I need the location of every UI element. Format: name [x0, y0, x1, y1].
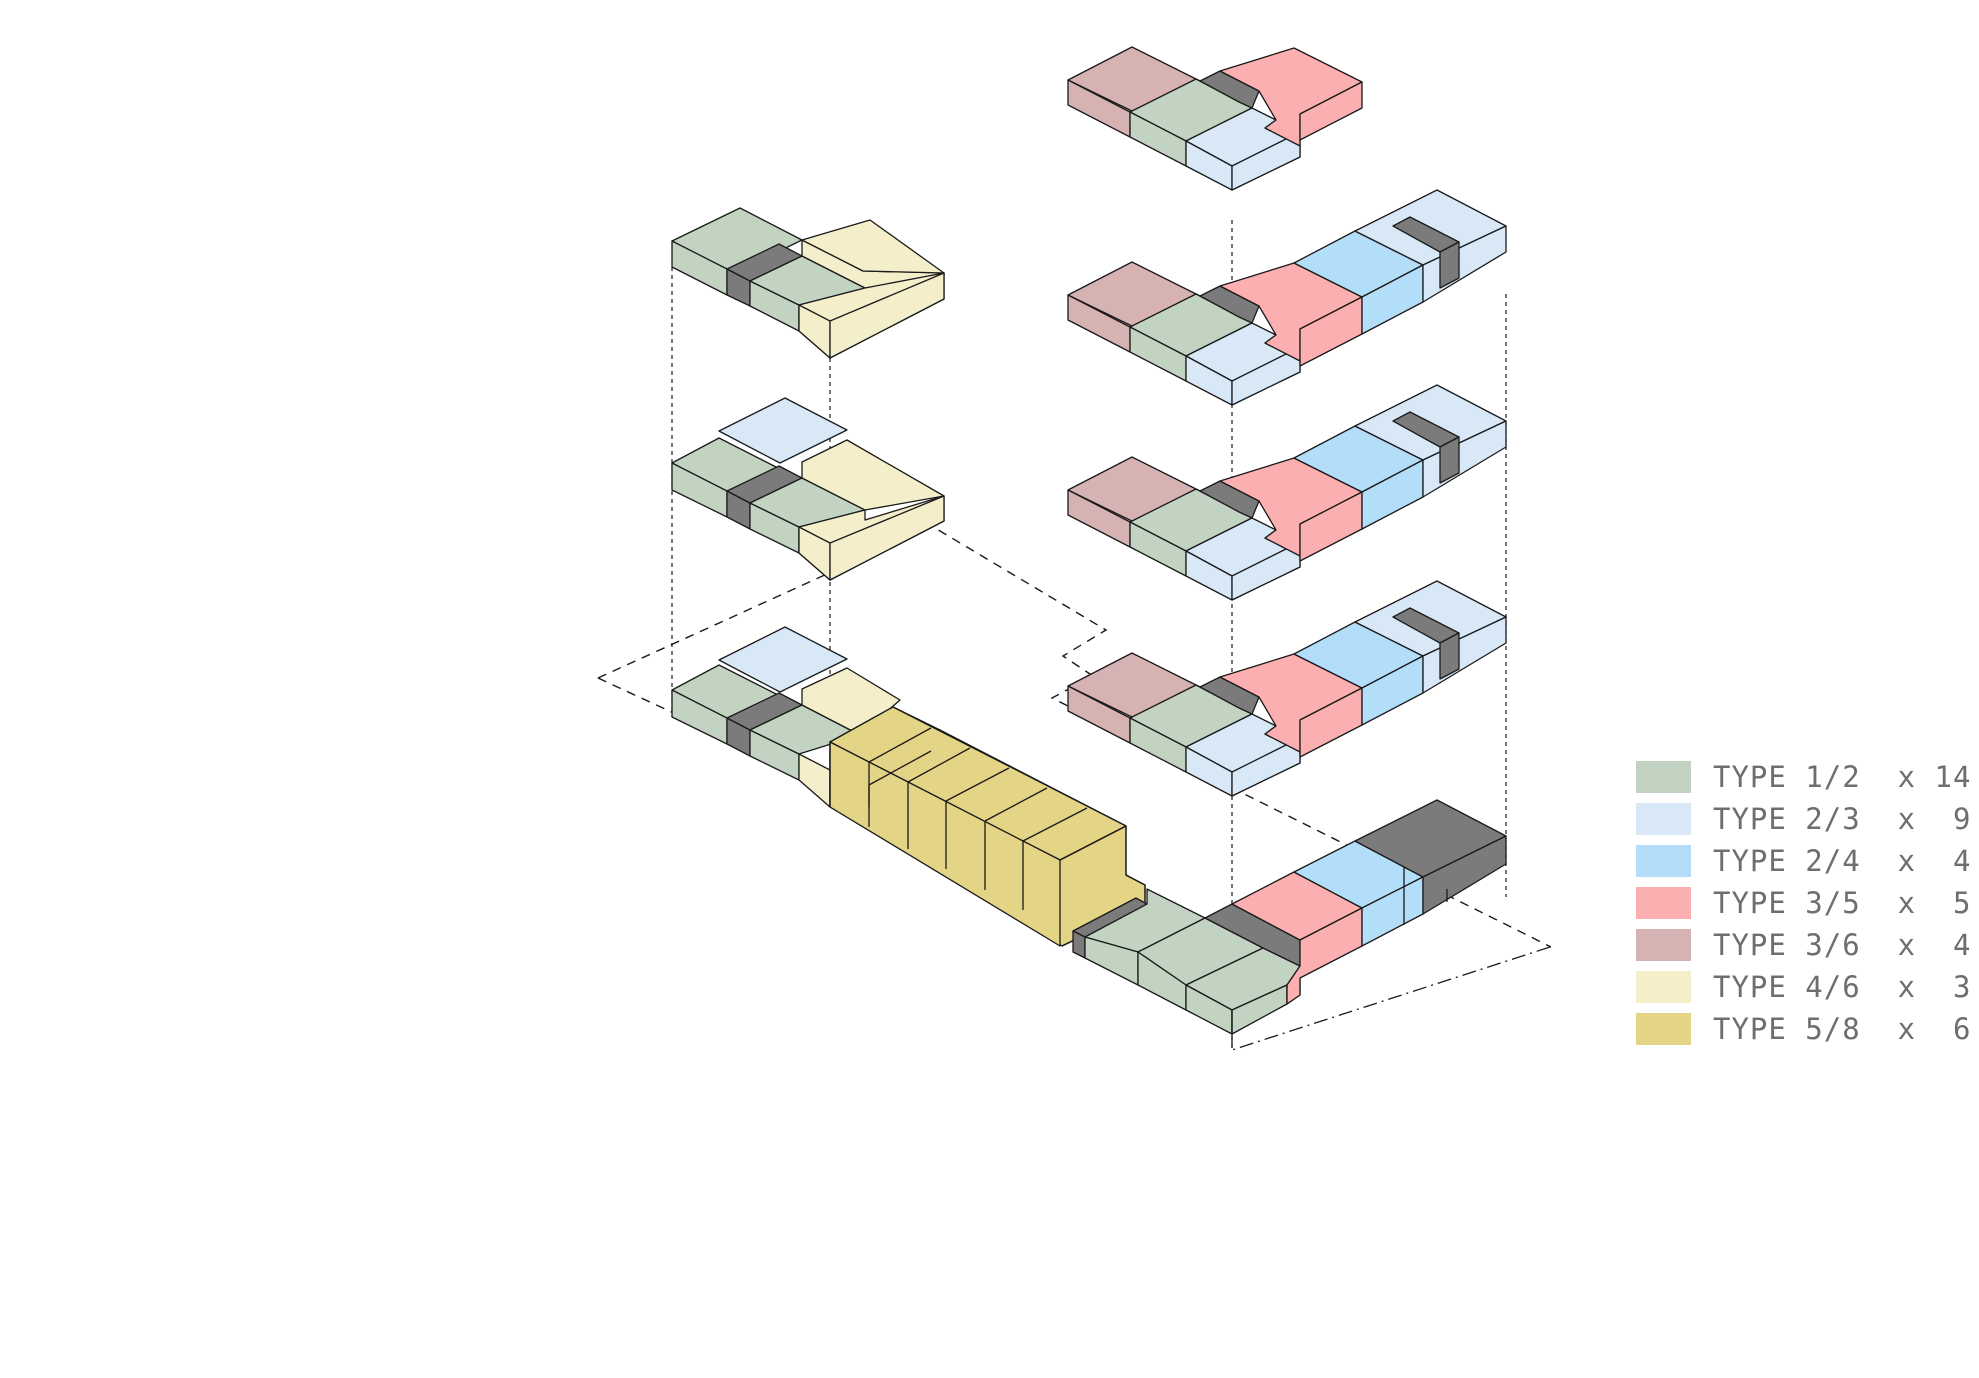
- legend-swatch: [1636, 845, 1691, 877]
- right-floor-1: [1067, 189, 1507, 406]
- legend-item: TYPE 2/3 x 9: [1636, 798, 1976, 840]
- legend-label: TYPE 3/5 x 5: [1713, 886, 1972, 920]
- floor-face: [1199, 480, 1260, 519]
- floor-face: [1231, 131, 1301, 191]
- legend-swatch: [1636, 803, 1691, 835]
- right-stack: [1067, 46, 1507, 797]
- floor-face: [1199, 285, 1260, 324]
- left-top-floor: [671, 207, 945, 359]
- floor-face: [1199, 676, 1260, 715]
- legend-swatch: [1636, 761, 1691, 793]
- left-middle-floor: [671, 397, 945, 581]
- floor-face: [1439, 436, 1460, 484]
- legend-label: TYPE 3/6 x 4: [1713, 928, 1972, 962]
- floor-face: [1439, 241, 1460, 289]
- floor-face: [1231, 541, 1301, 601]
- legend-item: TYPE 1/2 x 14: [1636, 756, 1976, 798]
- legend-item: TYPE 5/8 x 6: [1636, 1008, 1976, 1050]
- legend-swatch: [1636, 887, 1691, 919]
- floor-face: [1299, 81, 1363, 141]
- legend-label: TYPE 5/8 x 6: [1713, 1012, 1972, 1046]
- legend-swatch: [1636, 929, 1691, 961]
- legend-item: TYPE 3/5 x 5: [1636, 882, 1976, 924]
- legend-label: TYPE 4/6 x 3: [1713, 970, 1972, 1004]
- floor-face: [1231, 737, 1301, 797]
- legend-swatch: [1636, 971, 1691, 1003]
- legend-label: TYPE 1/2 x 14: [1713, 760, 1972, 794]
- floor-face: [1439, 632, 1460, 680]
- floor-face: [1219, 47, 1363, 147]
- right-ground-floor: [1072, 799, 1507, 1048]
- legend-item: TYPE 2/4 x 4: [1636, 840, 1976, 882]
- legend-item: TYPE 3/6 x 4: [1636, 924, 1976, 966]
- right-floor-2: [1067, 384, 1507, 601]
- legend-item: TYPE 4/6 x 3: [1636, 966, 1976, 1008]
- legend-label: TYPE 2/3 x 9: [1713, 802, 1972, 836]
- right-floor-3: [1067, 580, 1507, 797]
- type-5-8-row: [829, 706, 1146, 947]
- legend-swatch: [1636, 1013, 1691, 1045]
- right-top-floor: [1067, 46, 1363, 191]
- legend-label: TYPE 2/4 x 4: [1713, 844, 1972, 878]
- floor-face: [1199, 70, 1260, 109]
- unit-type-legend: TYPE 1/2 x 14 TYPE 2/3 x 9 TYPE 2/4 x 4 …: [1636, 756, 1976, 1050]
- floor-face: [1231, 346, 1301, 406]
